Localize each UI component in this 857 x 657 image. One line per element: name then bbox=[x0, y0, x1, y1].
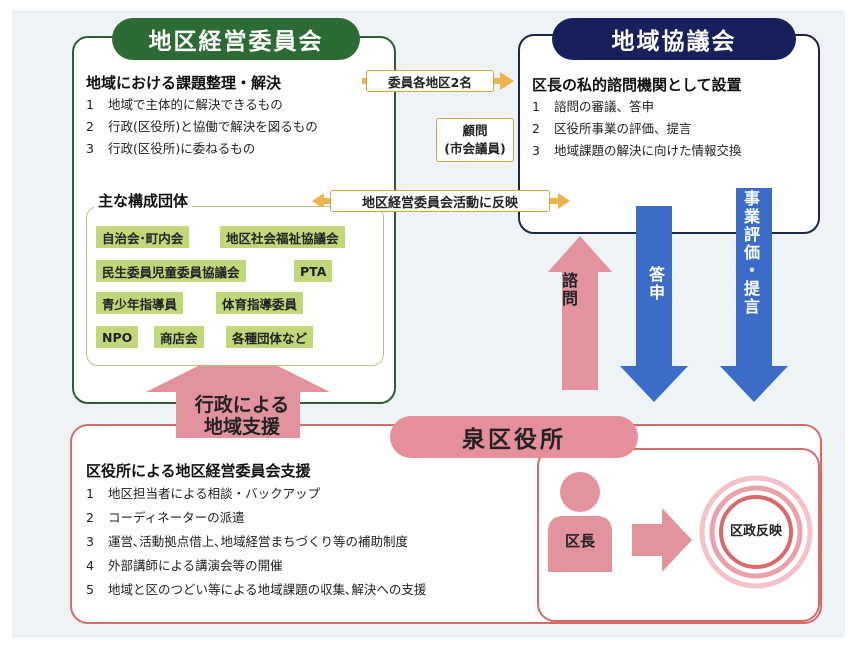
policy-circle-outer bbox=[699, 475, 813, 589]
ward-support-heading: 区役所による地区経営委員会支援 bbox=[86, 462, 311, 480]
advisor-label-line1: 顧問 bbox=[462, 123, 488, 138]
district-committee-title: 地区経営委員会 bbox=[112, 18, 360, 60]
reply-arrow bbox=[620, 206, 688, 402]
consult-arrow bbox=[548, 236, 612, 390]
mayor-to-policy-arrow bbox=[632, 508, 692, 572]
member-groups-heading: 主な構成団体 bbox=[94, 190, 193, 211]
mayor-label: 区長 bbox=[564, 532, 595, 550]
support-label: 行政による 地域支援 bbox=[172, 394, 312, 438]
group-tag: 民生委員児童委員協議会 bbox=[96, 260, 246, 282]
support-label-line1: 行政による bbox=[194, 394, 290, 416]
mayor-head-icon bbox=[560, 472, 600, 512]
group-tag: 青少年指導員 bbox=[96, 292, 184, 314]
ward-office-title: 泉区役所 bbox=[390, 416, 638, 458]
group-tag: 商店会 bbox=[154, 326, 204, 348]
policy-reflection-label: 区政反映 bbox=[729, 524, 782, 539]
group-tag: 地区社会福祉協議会 bbox=[220, 226, 345, 248]
group-tag: NPO bbox=[96, 326, 139, 348]
advisor-label-line2: (市会議員) bbox=[444, 141, 506, 156]
evaluate-label: 事業評価・提言 bbox=[741, 190, 760, 316]
consult-label: 諮問 bbox=[559, 272, 578, 308]
members-label: 委員各地区2名 bbox=[366, 70, 494, 92]
regional-council-heading: 区長の私的諮問機関として設置 bbox=[532, 76, 742, 94]
policy-circle-mid bbox=[709, 485, 803, 579]
district-committee-heading: 地域における課題整理・解決 bbox=[86, 74, 282, 92]
group-tag: 自治会･町内会 bbox=[96, 226, 190, 248]
advisor-label: 顧問 (市会議員) bbox=[436, 118, 514, 162]
group-tag: 各種団体など bbox=[226, 326, 314, 348]
group-tag: PTA bbox=[294, 260, 333, 282]
regional-council-title: 地域協議会 bbox=[552, 18, 796, 60]
support-arrow bbox=[146, 346, 330, 438]
evaluate-arrow bbox=[720, 188, 788, 402]
group-tag: 体育指導委員 bbox=[216, 292, 304, 314]
reply-label: 答申 bbox=[646, 266, 665, 302]
mayor-body-icon bbox=[548, 516, 612, 572]
policy-circle-inner bbox=[719, 495, 793, 569]
support-label-line2: 地域支援 bbox=[203, 416, 280, 438]
reflect-label: 地区経営委員会活動に反映 bbox=[330, 190, 550, 212]
